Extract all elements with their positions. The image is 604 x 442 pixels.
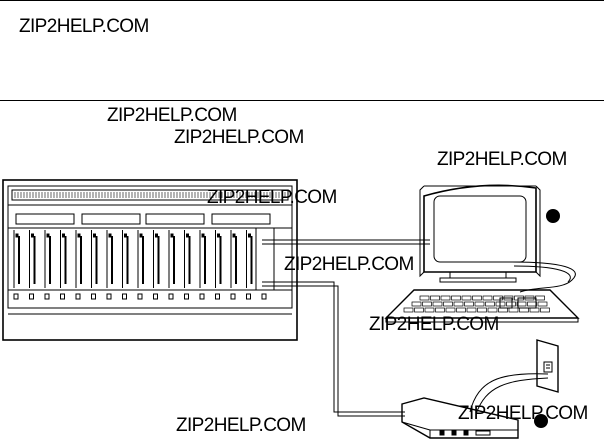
keyboard — [384, 289, 580, 323]
keyboard-key — [453, 301, 464, 307]
keyboard-key — [464, 301, 474, 307]
keyboard-key — [440, 295, 451, 301]
connector-1 — [15, 213, 75, 225]
modem — [401, 397, 519, 439]
port-block — [255, 227, 275, 291]
watermark-label: ZIP2HELP.COM — [284, 254, 414, 275]
slot-foot — [184, 293, 189, 300]
keyboard-key — [506, 301, 516, 307]
terminal-monitor — [419, 184, 541, 283]
slot-cards — [13, 230, 253, 288]
wall-phone-jack — [536, 339, 559, 393]
phone-line — [469, 373, 549, 413]
watermark-label: ZIP2HELP.COM — [107, 105, 237, 126]
slot-foot — [168, 293, 174, 300]
watermark-label: ZIP2HELP.COM — [19, 16, 149, 37]
keyboard-key — [487, 307, 498, 313]
watermark-label: ZIP2HELP.COM — [174, 127, 304, 148]
slot-feet — [13, 293, 267, 300]
keyboard-key — [474, 301, 485, 307]
watermark-label: ZIP2HELP.COM — [207, 187, 337, 208]
keyboard-key — [414, 307, 424, 313]
slot-foot — [199, 293, 205, 300]
keyboard-key — [466, 307, 477, 313]
slot-foot — [75, 293, 81, 300]
callout-marker-monitor — [546, 209, 560, 223]
connector-2 — [81, 213, 141, 225]
keyboard-key — [432, 301, 443, 307]
keyboard-key — [508, 307, 519, 313]
keyboard-key — [482, 295, 493, 301]
slot-foot — [137, 293, 143, 300]
slot-foot — [153, 293, 158, 300]
section-rule — [0, 100, 604, 101]
slot-foot — [261, 293, 267, 300]
keyboard-key — [535, 295, 545, 301]
keyboard-keypad — [517, 297, 537, 309]
keyboard-key — [445, 307, 456, 313]
slot-foot — [44, 293, 50, 300]
slot-foot — [246, 293, 251, 300]
keyboard-key — [443, 301, 453, 307]
keyboard-cable — [511, 261, 576, 293]
connector-3 — [145, 213, 205, 225]
keyboard-key — [430, 295, 440, 301]
keyboard-key — [411, 301, 422, 307]
keyboard-key — [540, 307, 550, 313]
slot-foot — [91, 293, 96, 300]
watermark-label: ZIP2HELP.COM — [176, 415, 306, 436]
keyboard-key — [519, 307, 529, 313]
keyboard-key — [477, 307, 487, 313]
cables — [262, 239, 576, 417]
keyboard-key — [419, 295, 430, 301]
keyboard-key — [456, 307, 466, 313]
keyboard-key — [516, 301, 527, 307]
vent-strip — [14, 192, 286, 198]
slot-foot — [122, 293, 127, 300]
slot-foot — [106, 293, 112, 300]
watermark-label: ZIP2HELP.COM — [369, 314, 499, 335]
callout-marker-modem — [534, 414, 548, 428]
slot-foot — [215, 293, 220, 300]
keyboard-key — [403, 307, 414, 313]
keyboard-key — [529, 307, 540, 313]
modem-cable — [262, 281, 405, 413]
keyboard-key — [461, 295, 472, 301]
system-chassis — [2, 179, 298, 341]
watermark-label: ZIP2HELP.COM — [458, 403, 588, 424]
keyboard-key — [422, 301, 432, 307]
keyboard-keys — [403, 295, 550, 313]
slot-foot — [230, 293, 236, 300]
top-rule — [0, 0, 604, 1]
keyboard-key — [527, 301, 537, 307]
keyboard-key — [485, 301, 495, 307]
keyboard-key — [435, 307, 445, 313]
slot-foot — [13, 293, 19, 300]
keyboard-key — [472, 295, 482, 301]
watermark-label: ZIP2HELP.COM — [437, 149, 567, 170]
connector-4 — [211, 213, 271, 225]
keyboard-key — [498, 307, 508, 313]
keyboard-key — [451, 295, 461, 301]
keyboard-keypad — [499, 297, 513, 309]
keyboard-key — [537, 301, 548, 307]
keyboard-key — [424, 307, 435, 313]
slot-foot — [29, 293, 34, 300]
slot-foot — [60, 293, 65, 300]
